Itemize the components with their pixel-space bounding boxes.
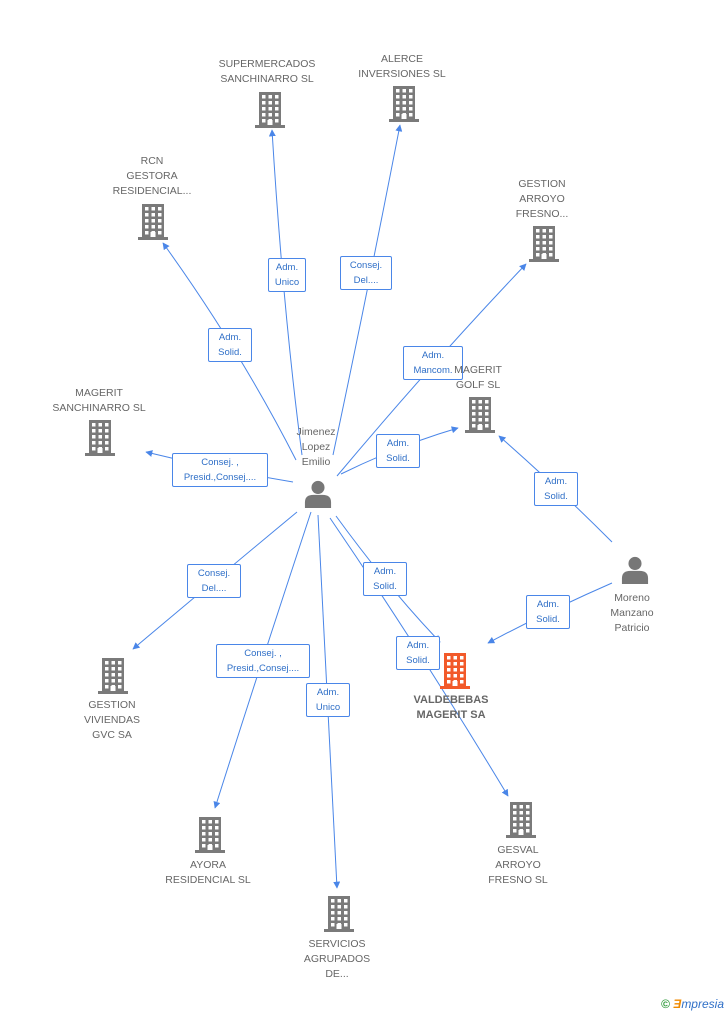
brand-name: mpresia — [681, 997, 724, 1011]
node-label-ayora[interactable]: AYORA RESIDENCIAL SL — [165, 859, 251, 886]
edge-label-ayora[interactable]: Consej. , Presid.,Consej.... — [216, 644, 310, 678]
empresia-logo: © Ǝmpresia — [661, 997, 724, 1011]
building-icon[interactable] — [440, 653, 470, 694]
person-icon[interactable] — [304, 480, 332, 513]
node-label-supermercados[interactable]: SUPERMERCADOS SANCHINARRO SL — [218, 58, 316, 85]
copyright-icon: © — [661, 997, 670, 1011]
node-label-gestion-arroyo[interactable]: GESTION ARROYO FRESNO... — [515, 178, 569, 220]
building-icon[interactable] — [506, 802, 536, 843]
node-label-alerce[interactable]: ALERCE INVERSIONES SL — [358, 53, 446, 80]
edge-label-alerce[interactable]: Consej. Del.... — [340, 256, 392, 290]
building-icon[interactable] — [138, 204, 168, 245]
edge-label-servicios[interactable]: Adm. Unico — [306, 683, 350, 717]
edge-label-gestion_arroyo[interactable]: Adm. Mancom. — [403, 346, 463, 380]
edge-label-gestion_viviendas[interactable]: Consej. Del.... — [187, 564, 241, 598]
edge-label-gesval[interactable]: Adm. Solid. — [363, 562, 407, 596]
edge-label-magerit_golf[interactable]: Adm. Solid. — [534, 472, 578, 506]
edge-label-valdebebas[interactable]: Adm. Solid. — [396, 636, 440, 670]
edge-label-valdebebas[interactable]: Adm. Solid. — [526, 595, 570, 629]
edge-jimenez-alerce — [332, 124, 403, 456]
node-label-moreno[interactable]: Moreno Manzano Patricio — [610, 592, 654, 634]
person-icon[interactable] — [621, 556, 649, 589]
edge-label-supermercados[interactable]: Adm. Unico — [268, 258, 306, 292]
building-icon[interactable] — [255, 92, 285, 133]
building-icon[interactable] — [85, 420, 115, 461]
node-label-gestion-viviendas[interactable]: GESTION VIVIENDAS GVC SA — [83, 699, 141, 741]
node-label-gesval[interactable]: GESVAL ARROYO FRESNO SL — [488, 844, 548, 886]
node-label-valdebebas[interactable]: VALDEBEBAS MAGERIT SA — [413, 694, 489, 721]
node-label-magerit-sanchinarro[interactable]: MAGERIT SANCHINARRO SL — [52, 387, 146, 414]
building-icon[interactable] — [324, 896, 354, 937]
node-label-jimenez[interactable]: Jimenez Lopez Emilio — [296, 426, 336, 468]
building-icon[interactable] — [465, 397, 495, 438]
building-icon[interactable] — [195, 817, 225, 858]
edge-jimenez-supermercados — [268, 129, 303, 456]
brand-mark: Ǝ — [673, 997, 682, 1011]
edge-label-magerit_golf[interactable]: Adm. Solid. — [376, 434, 420, 468]
node-label-rcn[interactable]: RCN GESTORA RESIDENCIAL... — [112, 155, 192, 197]
edge-label-magerit_sanchinarro[interactable]: Consej. , Presid.,Consej.... — [172, 453, 268, 487]
building-icon[interactable] — [389, 86, 419, 127]
node-label-servicios[interactable]: SERVICIOS AGRUPADOS DE... — [303, 938, 371, 980]
edge-label-rcn[interactable]: Adm. Solid. — [208, 328, 252, 362]
node-label-magerit-golf[interactable]: MAGERIT GOLF SL — [454, 364, 502, 391]
building-icon[interactable] — [529, 226, 559, 267]
building-icon[interactable] — [98, 658, 128, 699]
